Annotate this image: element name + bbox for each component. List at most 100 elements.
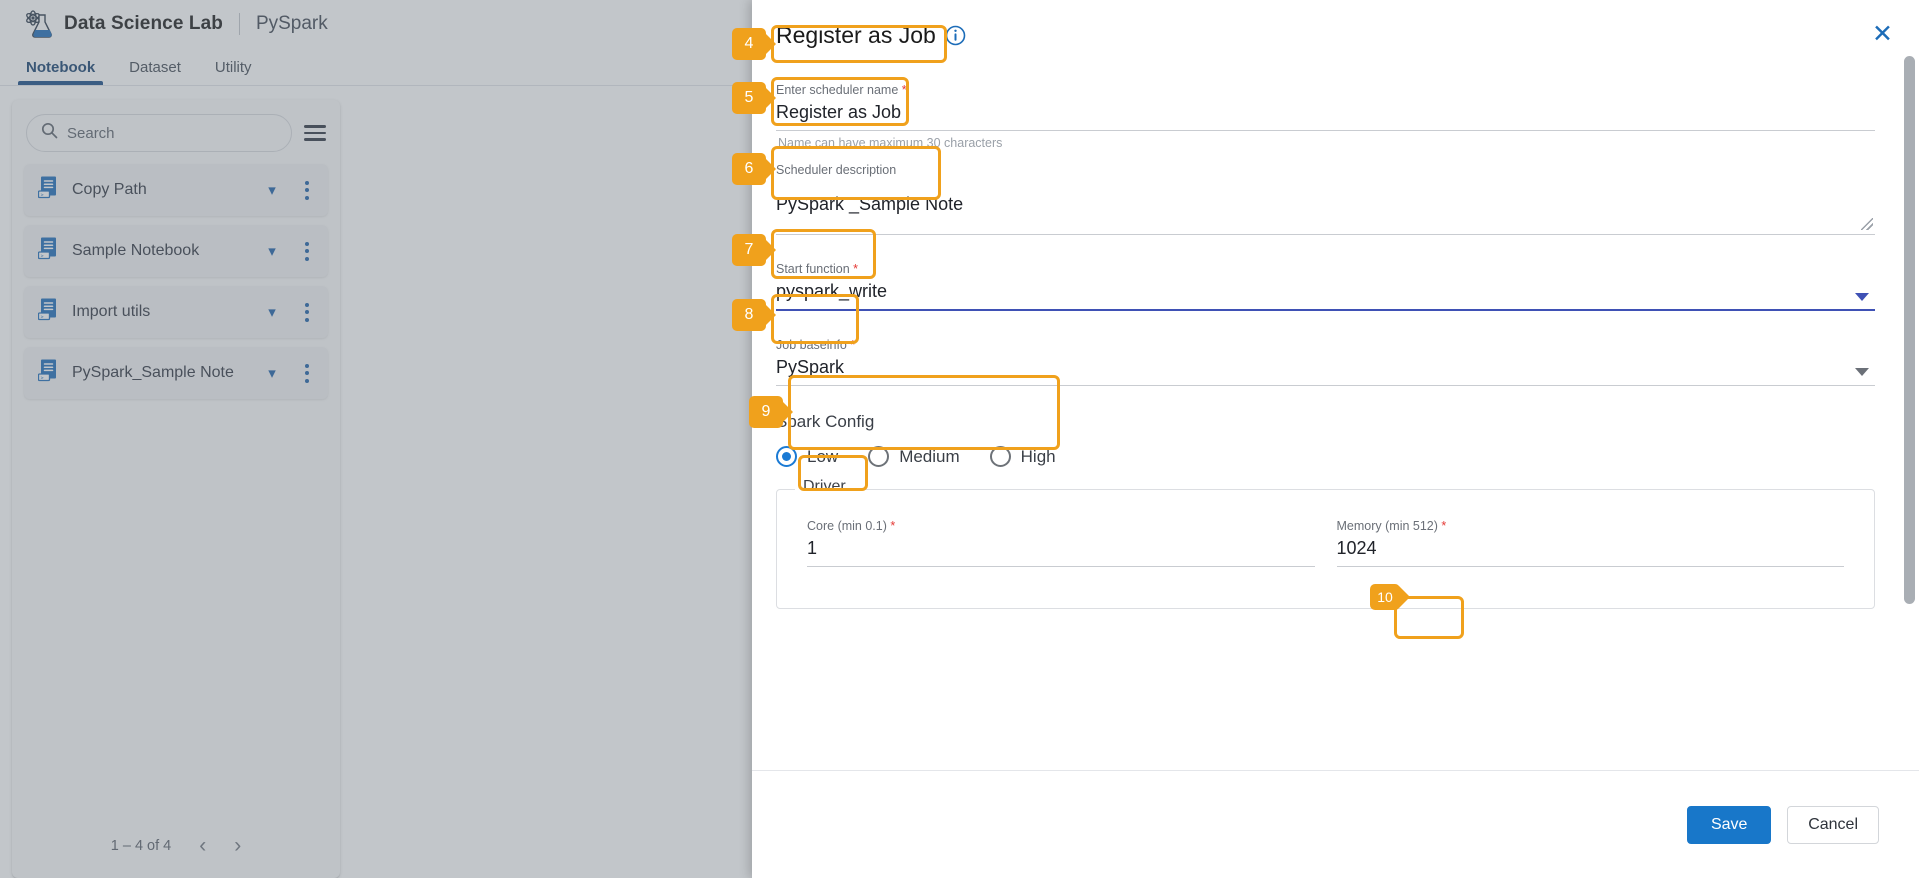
driver-core-value: 1	[807, 538, 818, 558]
scheduler-name-field[interactable]: Enter scheduler name * Register as Job N…	[776, 82, 1875, 150]
radio-option-low[interactable]: Low	[776, 446, 838, 467]
radio-option-medium[interactable]: Medium	[868, 446, 960, 467]
driver-legend: Driver	[795, 478, 854, 496]
driver-memory-field[interactable]: Memory (min 512) * 1024	[1336, 518, 1844, 567]
search-icon	[41, 122, 58, 144]
job-baseinfo-field[interactable]: Job baseinfo * PySpark	[776, 337, 1875, 386]
sidebar-toolbar: Search	[12, 100, 340, 158]
info-circle-icon[interactable]	[945, 25, 966, 46]
hamburger-menu-icon[interactable]	[304, 125, 326, 141]
notebook-list: >_ Copy Path ▾	[12, 158, 340, 399]
job-baseinfo-label: Job baseinfo *	[776, 338, 856, 352]
notebook-file-icon: >_	[37, 176, 59, 204]
brand-title: Data Science Lab	[64, 13, 223, 34]
svg-text:>_: >_	[41, 314, 48, 320]
search-placeholder: Search	[67, 124, 115, 142]
start-function-value: pyspark_write	[776, 281, 888, 301]
list-item-label: Import utils	[72, 303, 151, 320]
radio-indicator	[868, 446, 890, 467]
scheduler-name-value: Register as Job	[776, 102, 902, 122]
driver-fieldset: Driver Core (min 0.1) * 1 Memory (min 51…	[776, 478, 1875, 609]
start-function-label: Start function *	[776, 262, 859, 276]
required-asterisk: *	[1441, 519, 1447, 533]
scheduler-description-field[interactable]: Scheduler description PySpark _Sample No…	[776, 162, 1875, 235]
scheduler-description-value: PySpark _Sample Note	[776, 194, 964, 214]
driver-memory-underline	[1336, 566, 1844, 567]
chevron-left-icon[interactable]: ‹	[199, 834, 207, 857]
dialog-scrollbar[interactable]	[1904, 56, 1915, 638]
chevron-down-icon[interactable]: ▾	[268, 304, 276, 321]
driver-memory-label: Memory (min 512) *	[1336, 519, 1447, 533]
job-baseinfo-underline	[776, 385, 1875, 386]
svg-text:>_: >_	[41, 192, 48, 198]
dialog-header: Register as Job ✕	[752, 0, 1919, 70]
close-icon[interactable]: ✕	[1872, 20, 1893, 48]
radio-label: Medium	[899, 446, 960, 466]
svg-text:>_: >_	[41, 253, 48, 259]
scheduler-name-underline	[776, 130, 1875, 131]
notebook-sidebar: Search >_	[12, 100, 340, 878]
driver-core-underline	[807, 566, 1315, 567]
list-item-label: Sample Notebook	[72, 242, 200, 259]
chevron-down-icon[interactable]: ▾	[268, 243, 276, 260]
tab-dataset[interactable]: Dataset	[129, 59, 181, 76]
list-item[interactable]: >_ Import utils ▾	[24, 286, 328, 338]
cancel-button[interactable]: Cancel	[1787, 805, 1879, 844]
driver-memory-value: 1024	[1336, 538, 1377, 558]
tab-utility[interactable]: Utility	[214, 59, 252, 76]
notebook-file-icon: >_	[37, 359, 59, 387]
scheduler-description-label: Scheduler description	[776, 163, 897, 177]
tab-notebook[interactable]: Notebook	[17, 59, 104, 85]
required-asterisk: *	[890, 519, 896, 533]
required-asterisk: *	[850, 338, 856, 352]
save-button[interactable]: Save	[1687, 805, 1772, 844]
driver-core-label: Core (min 0.1) *	[807, 519, 896, 533]
brand-divider	[238, 13, 240, 35]
driver-fields: Core (min 0.1) * 1 Memory (min 512) * 10…	[807, 518, 1844, 567]
chevron-down-icon[interactable]: ▾	[268, 182, 276, 199]
resize-grip-icon[interactable]	[1861, 218, 1873, 230]
pagination: 1 – 4 of 4 ‹ ›	[12, 835, 340, 878]
required-asterisk: *	[901, 83, 907, 97]
radio-option-high[interactable]: High	[989, 446, 1056, 467]
scheduler-name-label: Enter scheduler name *	[776, 83, 907, 97]
job-baseinfo-value: PySpark	[776, 357, 845, 377]
register-as-job-dialog: Register as Job ✕ Enter scheduler name *…	[752, 0, 1919, 878]
radio-indicator	[989, 446, 1011, 467]
kebab-menu-icon[interactable]	[296, 302, 318, 322]
chevron-right-icon[interactable]: ›	[234, 834, 242, 857]
radio-label: Low	[807, 446, 839, 466]
kebab-menu-icon[interactable]	[296, 241, 318, 261]
scrollbar-thumb[interactable]	[1904, 56, 1915, 604]
start-function-field[interactable]: Start function * pyspark_write	[776, 261, 1875, 311]
pagination-range: 1 – 4 of 4	[110, 837, 172, 854]
kebab-menu-icon[interactable]	[296, 363, 318, 383]
svg-text:>_: >_	[41, 375, 48, 381]
kebab-menu-icon[interactable]	[296, 180, 318, 200]
required-asterisk: *	[853, 262, 859, 276]
spark-config-title: Spark Config	[776, 412, 875, 431]
search-input[interactable]: Search	[26, 114, 292, 152]
brand-context: PySpark	[255, 13, 328, 34]
notebook-file-icon: >_	[37, 237, 59, 265]
radio-indicator	[776, 446, 797, 467]
scheduler-name-help: Name can have maximum 30 characters	[778, 136, 1003, 150]
spark-config-group: Spark Config Low Medium High	[776, 412, 1875, 467]
scheduler-description-underline	[776, 234, 1875, 235]
list-item-label: PySpark_Sample Note	[72, 364, 234, 381]
chevron-down-icon[interactable]: ▾	[268, 365, 276, 382]
radio-label: High	[1020, 446, 1056, 466]
driver-core-field[interactable]: Core (min 0.1) * 1	[807, 518, 1315, 567]
list-item[interactable]: >_ PySpark_Sample Note ▾	[24, 347, 328, 399]
notebook-file-icon: >_	[37, 298, 59, 326]
dialog-footer: Save Cancel	[752, 770, 1919, 878]
caret-down-icon[interactable]	[1855, 368, 1869, 376]
list-item[interactable]: >_ Sample Notebook ▾	[24, 225, 328, 277]
dialog-body: Enter scheduler name * Register as Job N…	[752, 70, 1919, 770]
list-item[interactable]: >_ Copy Path ▾	[24, 164, 328, 216]
spark-config-options: Low Medium High	[776, 446, 1875, 467]
start-function-underline	[776, 309, 1875, 311]
flask-atom-icon	[24, 9, 54, 39]
caret-down-icon[interactable]	[1855, 293, 1869, 301]
